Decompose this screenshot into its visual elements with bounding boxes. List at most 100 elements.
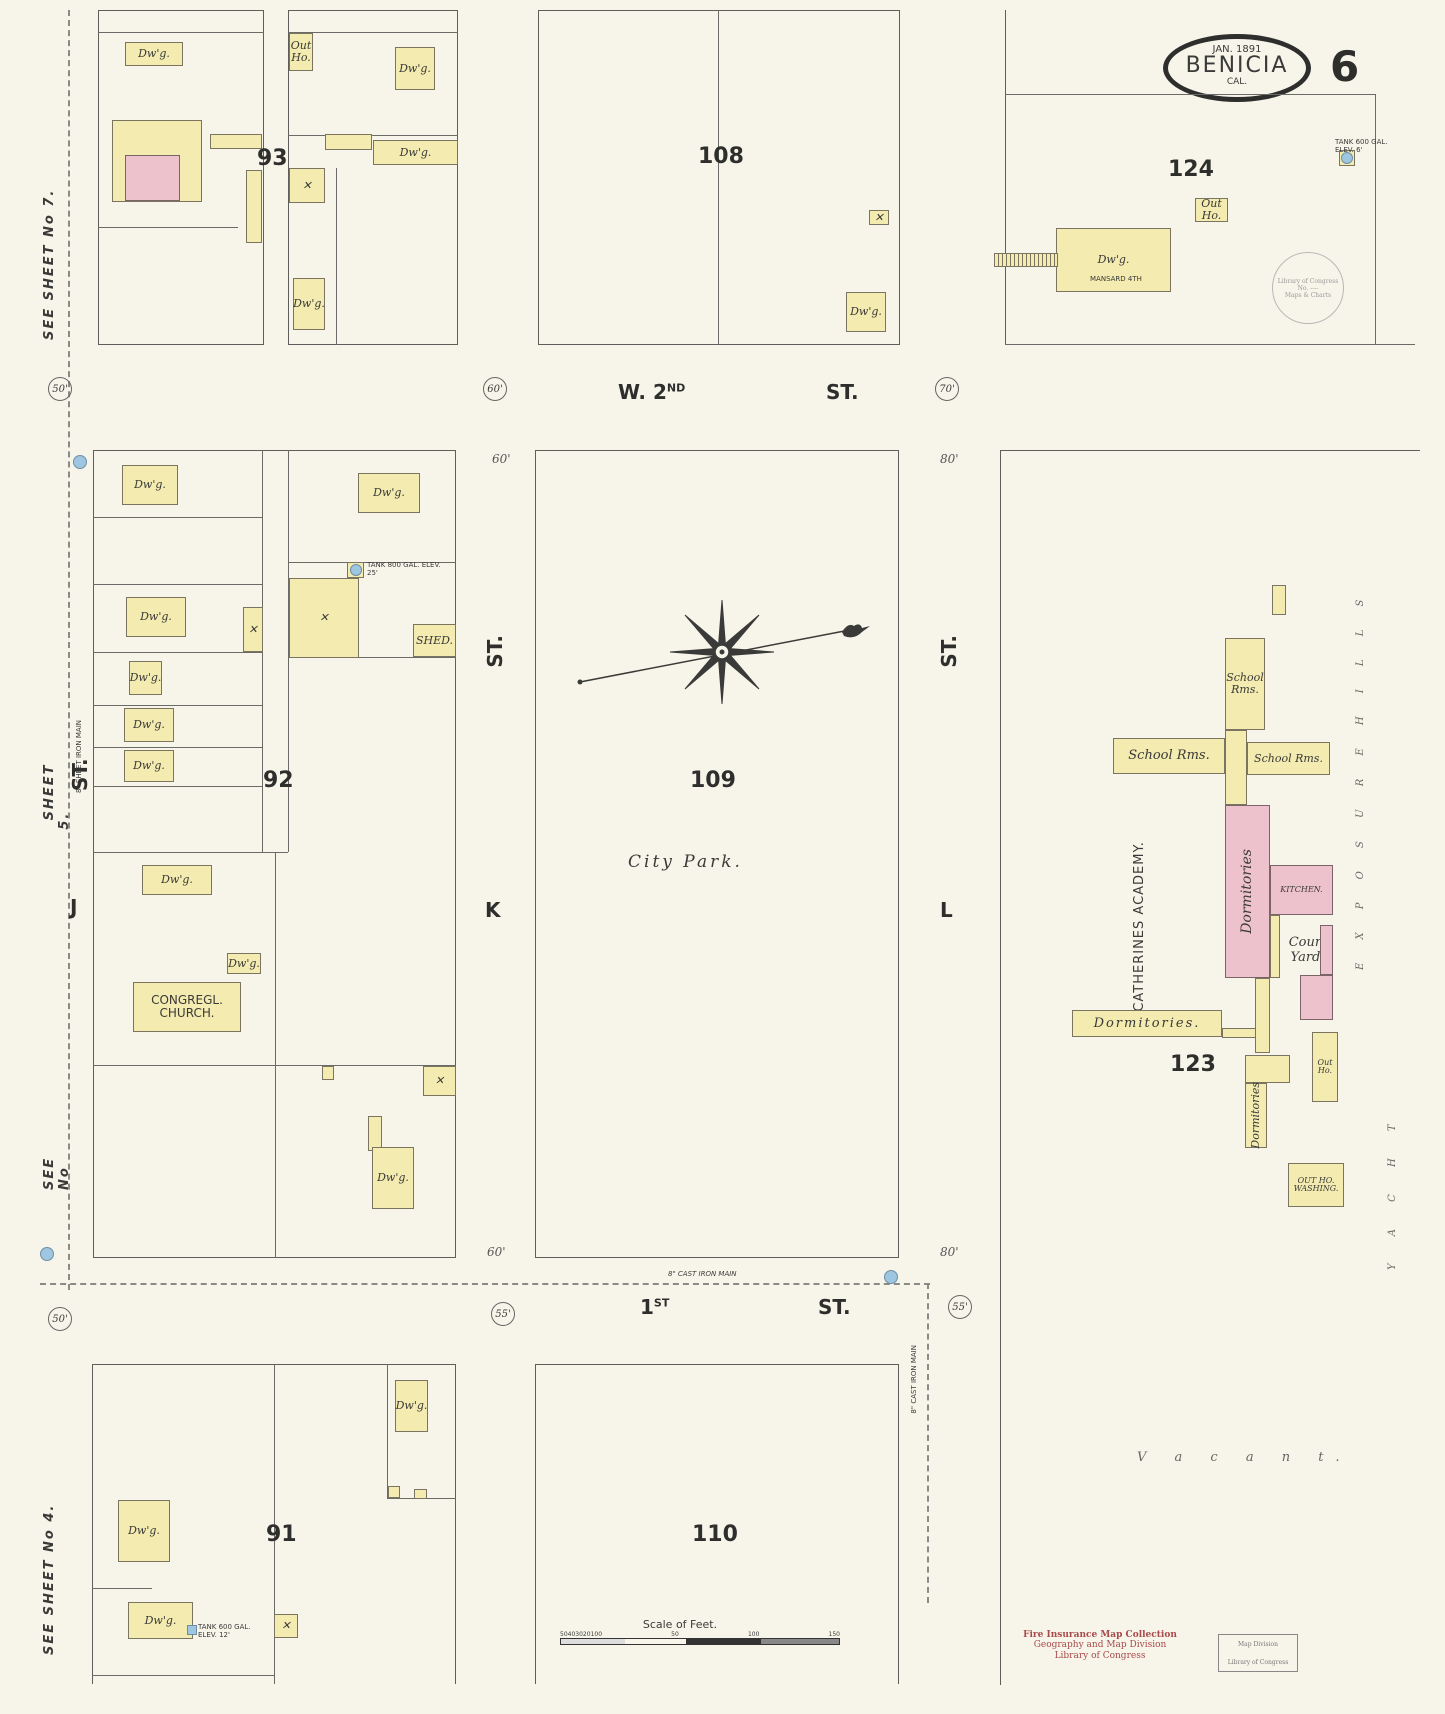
building-shed: [322, 1066, 334, 1080]
stamp-text: Library of Congress: [1277, 277, 1339, 285]
street-sup: ST: [653, 1296, 670, 1310]
lot-line: [93, 852, 288, 853]
building-dwg: Dw'g.: [395, 47, 435, 90]
building-out-ho: Out Ho.: [1195, 198, 1228, 222]
lot-line: [93, 786, 263, 787]
tank-icon: [349, 564, 362, 576]
sheet-ref-no5: SEE SHEET No 5.: [42, 763, 72, 1190]
map-division-stamp: Map Division Library of Congress: [1218, 1634, 1298, 1672]
lot-line: [1005, 94, 1375, 95]
spacer: [602, 1631, 671, 1638]
street-width: 60': [487, 1245, 506, 1259]
building-dwg: Dw'g.: [128, 1602, 193, 1639]
lot-line: [336, 168, 337, 345]
block-108: [538, 10, 900, 345]
block-number-108: 108: [698, 144, 744, 169]
block-109-city-park: [535, 450, 899, 1258]
lot-line: [275, 852, 276, 1258]
building-wc: [1272, 585, 1286, 615]
lot-line: [288, 562, 456, 563]
lot-line: [387, 1364, 388, 1498]
street-label-j-letter: J: [70, 895, 78, 919]
street-width-marker: 70': [935, 377, 959, 401]
building-dwg: Dw'g.: [124, 708, 174, 742]
scale-tick: 10: [590, 1631, 599, 1638]
lot-line: [718, 10, 719, 345]
building-dwg: Dw'g.: [124, 750, 174, 782]
lot-line: [274, 1364, 275, 1684]
building-out-ho-washing: OUT HO. WASHING.: [1288, 1163, 1344, 1207]
map-date: JAN. 1891: [1212, 44, 1262, 55]
building-dwg: Dw'g.: [372, 1147, 414, 1209]
building-shed: [414, 1489, 427, 1499]
scale-tick: 20: [582, 1631, 591, 1638]
block-number-93: 93: [257, 146, 288, 171]
tank-label: TANK 600 GAL. ELEV. 12': [198, 1623, 251, 1639]
street-width-marker: 55': [948, 1295, 972, 1319]
building-dwg: Dw'g.: [142, 865, 212, 895]
building-shed: [388, 1486, 400, 1498]
stamp-text: Geography and Map Division: [1033, 1640, 1167, 1651]
building-brick-small: [1320, 925, 1333, 975]
sheet-boundary-left: [68, 10, 70, 1290]
stamp-text: Library of Congress: [1227, 1658, 1289, 1666]
lot-line: [93, 747, 263, 748]
exposure-hills-label: E X P O S U R E H I L L S: [1355, 589, 1366, 970]
stamp-text: Map Division: [1238, 1640, 1278, 1648]
street-width-marker: 50': [48, 377, 72, 401]
spacer: [679, 1631, 748, 1638]
map-city: BENICIA: [1185, 53, 1289, 78]
building-dwg: Dw'g.: [846, 292, 886, 332]
scale-tick: 150: [828, 1631, 840, 1638]
street-label-k-st: ST.: [483, 635, 507, 668]
building-passage: [1255, 978, 1270, 1053]
sheet-ref-no4: SEE SHEET No 4.: [42, 1503, 57, 1655]
street-width-marker: 55': [491, 1302, 515, 1326]
tank-label: MANSARD 4TH: [1090, 275, 1142, 283]
dormitories-label: Dormitories: [1239, 849, 1256, 934]
building-frame-x: ✕: [243, 607, 263, 652]
lot-line: [93, 517, 263, 518]
building-dormitories: Dormitories.: [1072, 1010, 1222, 1037]
tank-label: TANK 800 GAL. ELEV. 25': [367, 561, 441, 577]
building-school-rms: School Rms.: [1247, 742, 1330, 775]
building-dwg: Dw'g.: [118, 1500, 170, 1562]
building-frame-x: ✕: [869, 210, 889, 225]
building-dwg: Dw'g.: [122, 465, 178, 505]
scale-tick: 50: [671, 1631, 679, 1638]
sheet-number: 6: [1330, 42, 1360, 91]
building-dwg: Dw'g.: [293, 278, 325, 330]
street-label-w2nd: W. 2ND: [618, 380, 685, 404]
street-label-w2nd-st: ST.: [826, 380, 859, 404]
block-123: [1000, 450, 1420, 1685]
lot-line: [93, 584, 263, 585]
building-shed: [368, 1116, 382, 1151]
building-shed: SHED.: [413, 624, 456, 657]
building-dormitories-wing: Dormitories: [1245, 1082, 1267, 1149]
building-passage: [1270, 915, 1280, 978]
hydrant-icon: [73, 455, 87, 469]
tank-icon: [1341, 152, 1353, 164]
street-width: 80': [940, 452, 959, 466]
street-width: 60': [492, 452, 511, 466]
stamp-text: Maps & Charts: [1284, 291, 1332, 299]
block-92: [93, 450, 456, 1258]
street-sup: ND: [666, 381, 686, 395]
block-110: [535, 1364, 899, 1684]
hydrant-icon: [884, 1270, 898, 1284]
library-stamp-round: Library of Congress No. ---- Maps & Char…: [1272, 252, 1344, 324]
block-number-110: 110: [692, 1522, 738, 1547]
street-label-1st-st: ST.: [818, 1295, 851, 1319]
vacant-label: V a c a n t.: [1137, 1450, 1352, 1465]
building-school-rms: School Rms.: [1225, 638, 1265, 730]
building-outbuilding: [210, 134, 262, 149]
building-dwg: Dw'g.: [126, 597, 186, 637]
lot-line: [288, 450, 289, 852]
water-main-label: 8" CAST IRON MAIN: [910, 1345, 918, 1414]
stamp-text: Fire Insurance Map Collection: [1023, 1630, 1177, 1640]
street-label-k: K: [485, 898, 501, 922]
scale-bar: Scale of Feet. 50 40 30 20 10 0 50 100 1…: [560, 1618, 840, 1645]
building-dormitories: [1245, 1055, 1290, 1083]
building-dormitories-brick: Dormitories: [1225, 805, 1270, 978]
lot-line: [288, 135, 458, 136]
